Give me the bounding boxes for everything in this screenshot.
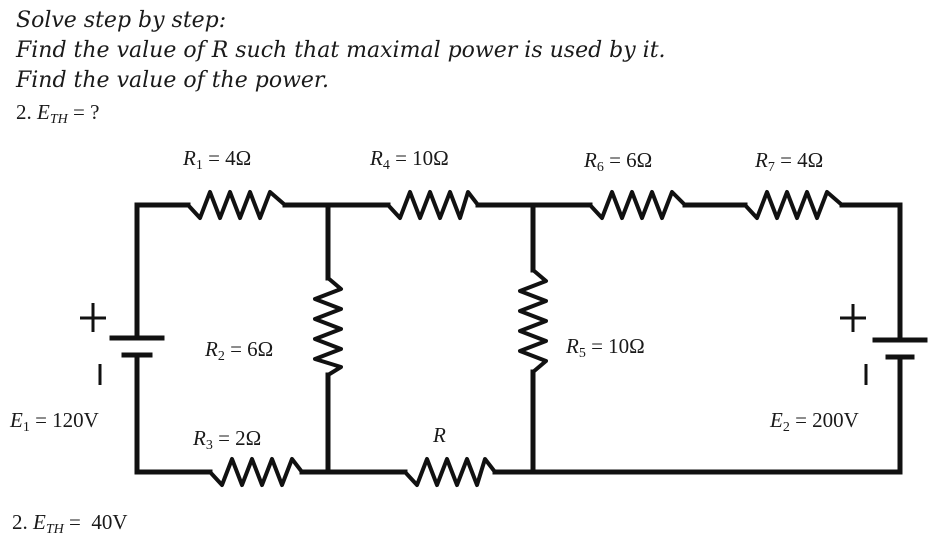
instruction-line-3: Find the value of the power. [16,68,330,93]
resistor-r2-symbol [313,276,343,377]
label-r: R [433,423,446,447]
label-r1: R1 = 4Ω [183,146,252,173]
label-e1: E1 = 120V [10,408,99,435]
label-r6: R6 = 6Ω [584,148,653,175]
resistor-r6-symbol [588,190,687,220]
e2-plus-sign [840,304,866,332]
label-r2: R2 = 6Ω [205,337,274,364]
resistor-r-symbol [403,457,497,487]
resistor-r1-symbol [186,190,287,220]
resistor-r4-symbol [386,190,480,220]
resistor-r7-symbol [743,190,844,220]
label-r7: R7 = 4Ω [755,148,824,175]
resistor-r3-symbol [208,457,304,487]
resistor-r5-symbol [518,268,548,374]
label-r3: R3 = 2Ω [193,426,262,453]
label-r4: R4 = 10Ω [370,146,449,173]
instruction-line-1: Solve step by step: [16,8,227,33]
answer-eth: 2. ETH = 40V [12,510,128,537]
label-r5: R5 = 10Ω [566,334,645,361]
label-e2: E2 = 200V [770,408,859,435]
instruction-line-2: Find the value of R such that maximal po… [16,38,666,63]
question-eth: 2. ETH = ? [16,100,100,127]
e1-plus-sign [80,303,106,332]
